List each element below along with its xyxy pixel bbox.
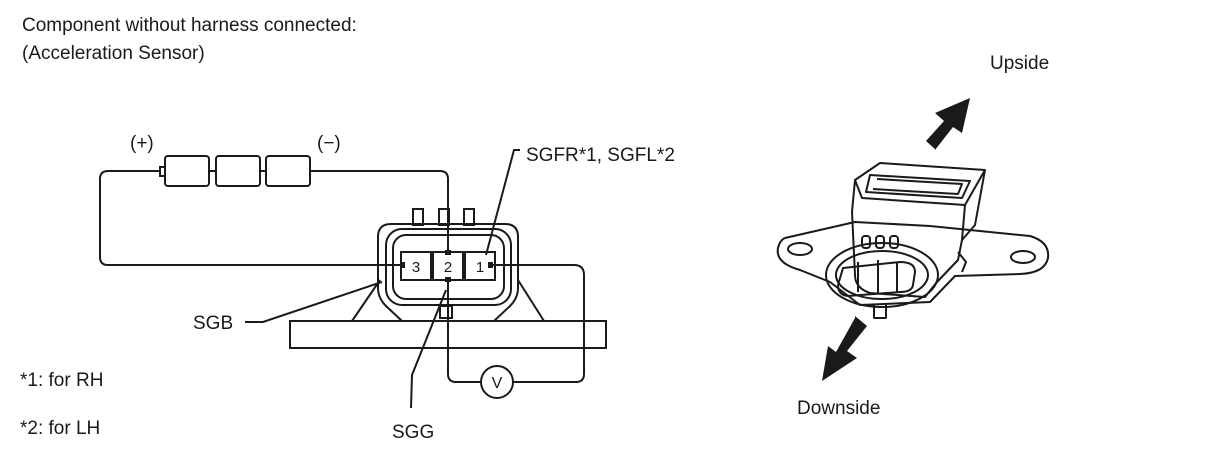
battery <box>159 155 311 187</box>
battery-negative-label: (−) <box>317 133 341 154</box>
down-arrow-icon <box>822 316 867 381</box>
footnote-lh: *2: for LH <box>20 418 101 439</box>
acceleration-sensor-illustration <box>776 98 1050 381</box>
header-line-2: (Acceleration Sensor) <box>22 43 205 64</box>
sgg-label: SGG <box>392 422 434 443</box>
up-arrow-icon <box>926 98 970 150</box>
upside-label: Upside <box>990 53 1050 74</box>
battery-wires <box>99 170 449 266</box>
voltmeter-wires <box>447 264 585 383</box>
pin-3-label: 3 <box>412 259 420 276</box>
battery-positive-label: (+) <box>130 133 154 154</box>
leader-sgb <box>245 281 383 323</box>
footnote-rh: *1: for RH <box>20 370 104 391</box>
leader-sgg <box>410 289 447 409</box>
sgb-label: SGB <box>193 313 233 334</box>
header-line-1: Component without harness connected: <box>22 15 357 36</box>
leader-sgfr <box>485 149 520 256</box>
voltmeter-label: V <box>492 375 503 392</box>
sgfr-sgfl-label: SGFR*1, SGFL*2 <box>526 145 675 166</box>
voltmeter-icon <box>480 365 514 399</box>
downside-label: Downside <box>797 398 881 419</box>
pin-2-label: 2 <box>444 259 452 276</box>
pin-1-label: 1 <box>476 259 484 276</box>
